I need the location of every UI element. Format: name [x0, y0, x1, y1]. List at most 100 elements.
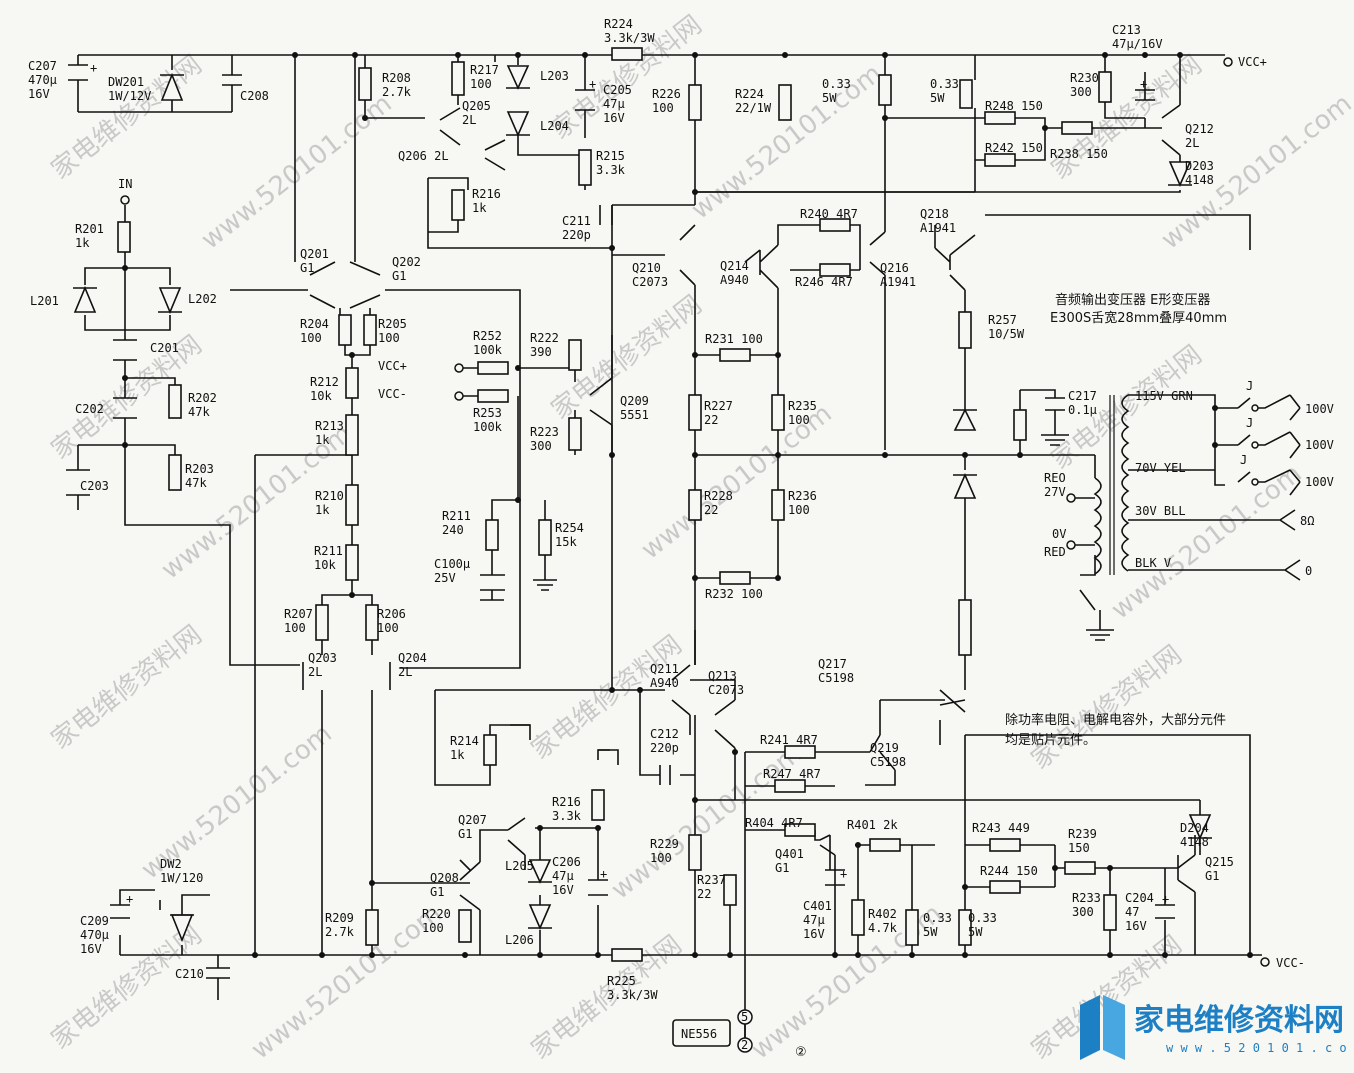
resistor-R222 [568, 339, 582, 371]
tap-115v: 115V GRN [1135, 389, 1193, 403]
label-q216: Q216 [880, 261, 909, 275]
label-c202: C202 [75, 402, 104, 416]
label-r230-1: 300 [1070, 85, 1092, 99]
resistor-R235 [771, 394, 785, 431]
label-l204: L204 [540, 119, 569, 133]
label-r209-1: 2.7k [325, 925, 355, 939]
resistor-R224-top [611, 47, 643, 61]
watermark-layer: 家电维修资料网 www.520101.com 家电维修资料网 www.52010… [46, 10, 1354, 1066]
label-r224a: R224 [604, 17, 633, 31]
svg-text:+: + [90, 61, 97, 75]
label-dw2-1: 1W/120 [160, 871, 203, 885]
out-8ohm: 8Ω [1300, 514, 1314, 528]
label-r402: R402 [868, 907, 897, 921]
label-c211-1: 220p [562, 228, 591, 242]
label-d204: D204 [1180, 821, 1209, 835]
resistor-R224-22 [778, 84, 792, 121]
resistor-R230 [1098, 71, 1112, 103]
watermark-url: www.520101.com [686, 59, 888, 226]
transformer-section [1041, 394, 1301, 641]
label-r228: R228 [704, 489, 733, 503]
diodes [73, 65, 1212, 943]
resistor-R220 [458, 909, 472, 943]
resistor-R217 [451, 61, 465, 96]
label-r208: R208 [382, 71, 411, 85]
out-100v-1: 100V [1305, 402, 1334, 416]
label-r223-1: 300 [530, 439, 552, 453]
label-r213-1: 1k [315, 433, 330, 447]
label-r212-1: 10k [310, 389, 332, 403]
label-q401-1: G1 [775, 861, 789, 875]
label-r_033c-1: 5W [923, 925, 938, 939]
watermark-url: www.520101.com [196, 89, 398, 256]
label-q203-1: 2L [308, 665, 322, 679]
label-r257-1: 10/5W [988, 327, 1025, 341]
label-r203: R203 [185, 462, 214, 476]
label-c207-2: 16V [28, 87, 50, 101]
label-q218-1: A1941 [920, 221, 956, 235]
note-line-2: 均是贴片元件。 [1005, 733, 1096, 748]
resistor-R227 [688, 394, 702, 431]
label-r216b: R216 [552, 795, 581, 809]
label-q215-1: G1 [1205, 869, 1219, 883]
ne556-label: NE556 [681, 1027, 717, 1041]
label-r257: R257 [988, 313, 1017, 327]
resistor-R215 [578, 149, 592, 186]
resistor-near-C217 [1013, 409, 1027, 441]
label-q218: Q218 [920, 207, 949, 221]
label-r_033d: 0.33 [968, 911, 997, 925]
watermark-url: www.520101.com [1106, 459, 1308, 626]
label-q201-1: G1 [300, 261, 314, 275]
resistor-R254 [538, 519, 552, 556]
resistor-033-d [958, 909, 972, 946]
label-q217-1: C5198 [818, 671, 854, 685]
resistor-R246 [819, 263, 851, 277]
label-r232: R232 100 [705, 587, 763, 601]
resistor-R202 [168, 384, 182, 419]
label-q207: Q207 [458, 813, 487, 827]
resistor-R232 [719, 571, 751, 585]
label-r220: R220 [422, 907, 451, 921]
label-c206-2: 16V [552, 883, 574, 897]
label-r224b: R224 [735, 87, 764, 101]
resistor-R206 [365, 604, 379, 641]
resistor-R257 [958, 311, 972, 349]
label-r215-1: 3.3k [596, 163, 626, 177]
label-r_033a-1: 5W [822, 91, 837, 105]
resistor-R208 [358, 67, 372, 101]
resistor-R243 [989, 838, 1021, 852]
label-r227: R227 [704, 399, 733, 413]
resistor-R248 [984, 111, 1016, 125]
resistor-R216b [591, 789, 605, 821]
svg-text:+: + [840, 867, 847, 881]
label-c217-1: 0.1μ [1068, 403, 1097, 417]
label-r202: R202 [188, 391, 217, 405]
ne556-pin-2: 2 [741, 1038, 748, 1052]
sec-red: RED [1044, 545, 1066, 559]
label-q214-1: A940 [720, 273, 749, 287]
label-dw201-1: 1W/12V [108, 89, 151, 103]
label-r238: R238 150 [1050, 147, 1108, 161]
transformer-title-1: 音频输出变压器 E形变压器 [1055, 292, 1210, 308]
label-q203: Q203 [308, 651, 337, 665]
label-r230: R230 [1070, 71, 1099, 85]
resistor-R203 [168, 454, 182, 491]
switch-j-1: J [1246, 379, 1253, 393]
label-r236-1: 100 [788, 503, 810, 517]
label-r225: R225 [607, 974, 636, 988]
label-r226-1: 100 [652, 101, 674, 115]
label-r203-1: 47k [185, 476, 207, 490]
label-r217: R217 [470, 63, 499, 77]
resistor-R233 [1103, 894, 1117, 931]
input-label: IN [118, 177, 132, 191]
switch-j-3: J [1240, 453, 1247, 467]
label-q213: Q213 [708, 669, 737, 683]
label-q215: Q215 [1205, 855, 1234, 869]
label-l201: L201 [30, 294, 59, 308]
label-r240: R240 4R7 [800, 207, 858, 221]
label-r237-1: 22 [697, 887, 711, 901]
label-q217: Q217 [818, 657, 847, 671]
resistor-R223 [568, 417, 582, 451]
label-r211b: R211 [442, 509, 471, 523]
label-dw201: DW201 [108, 75, 144, 89]
